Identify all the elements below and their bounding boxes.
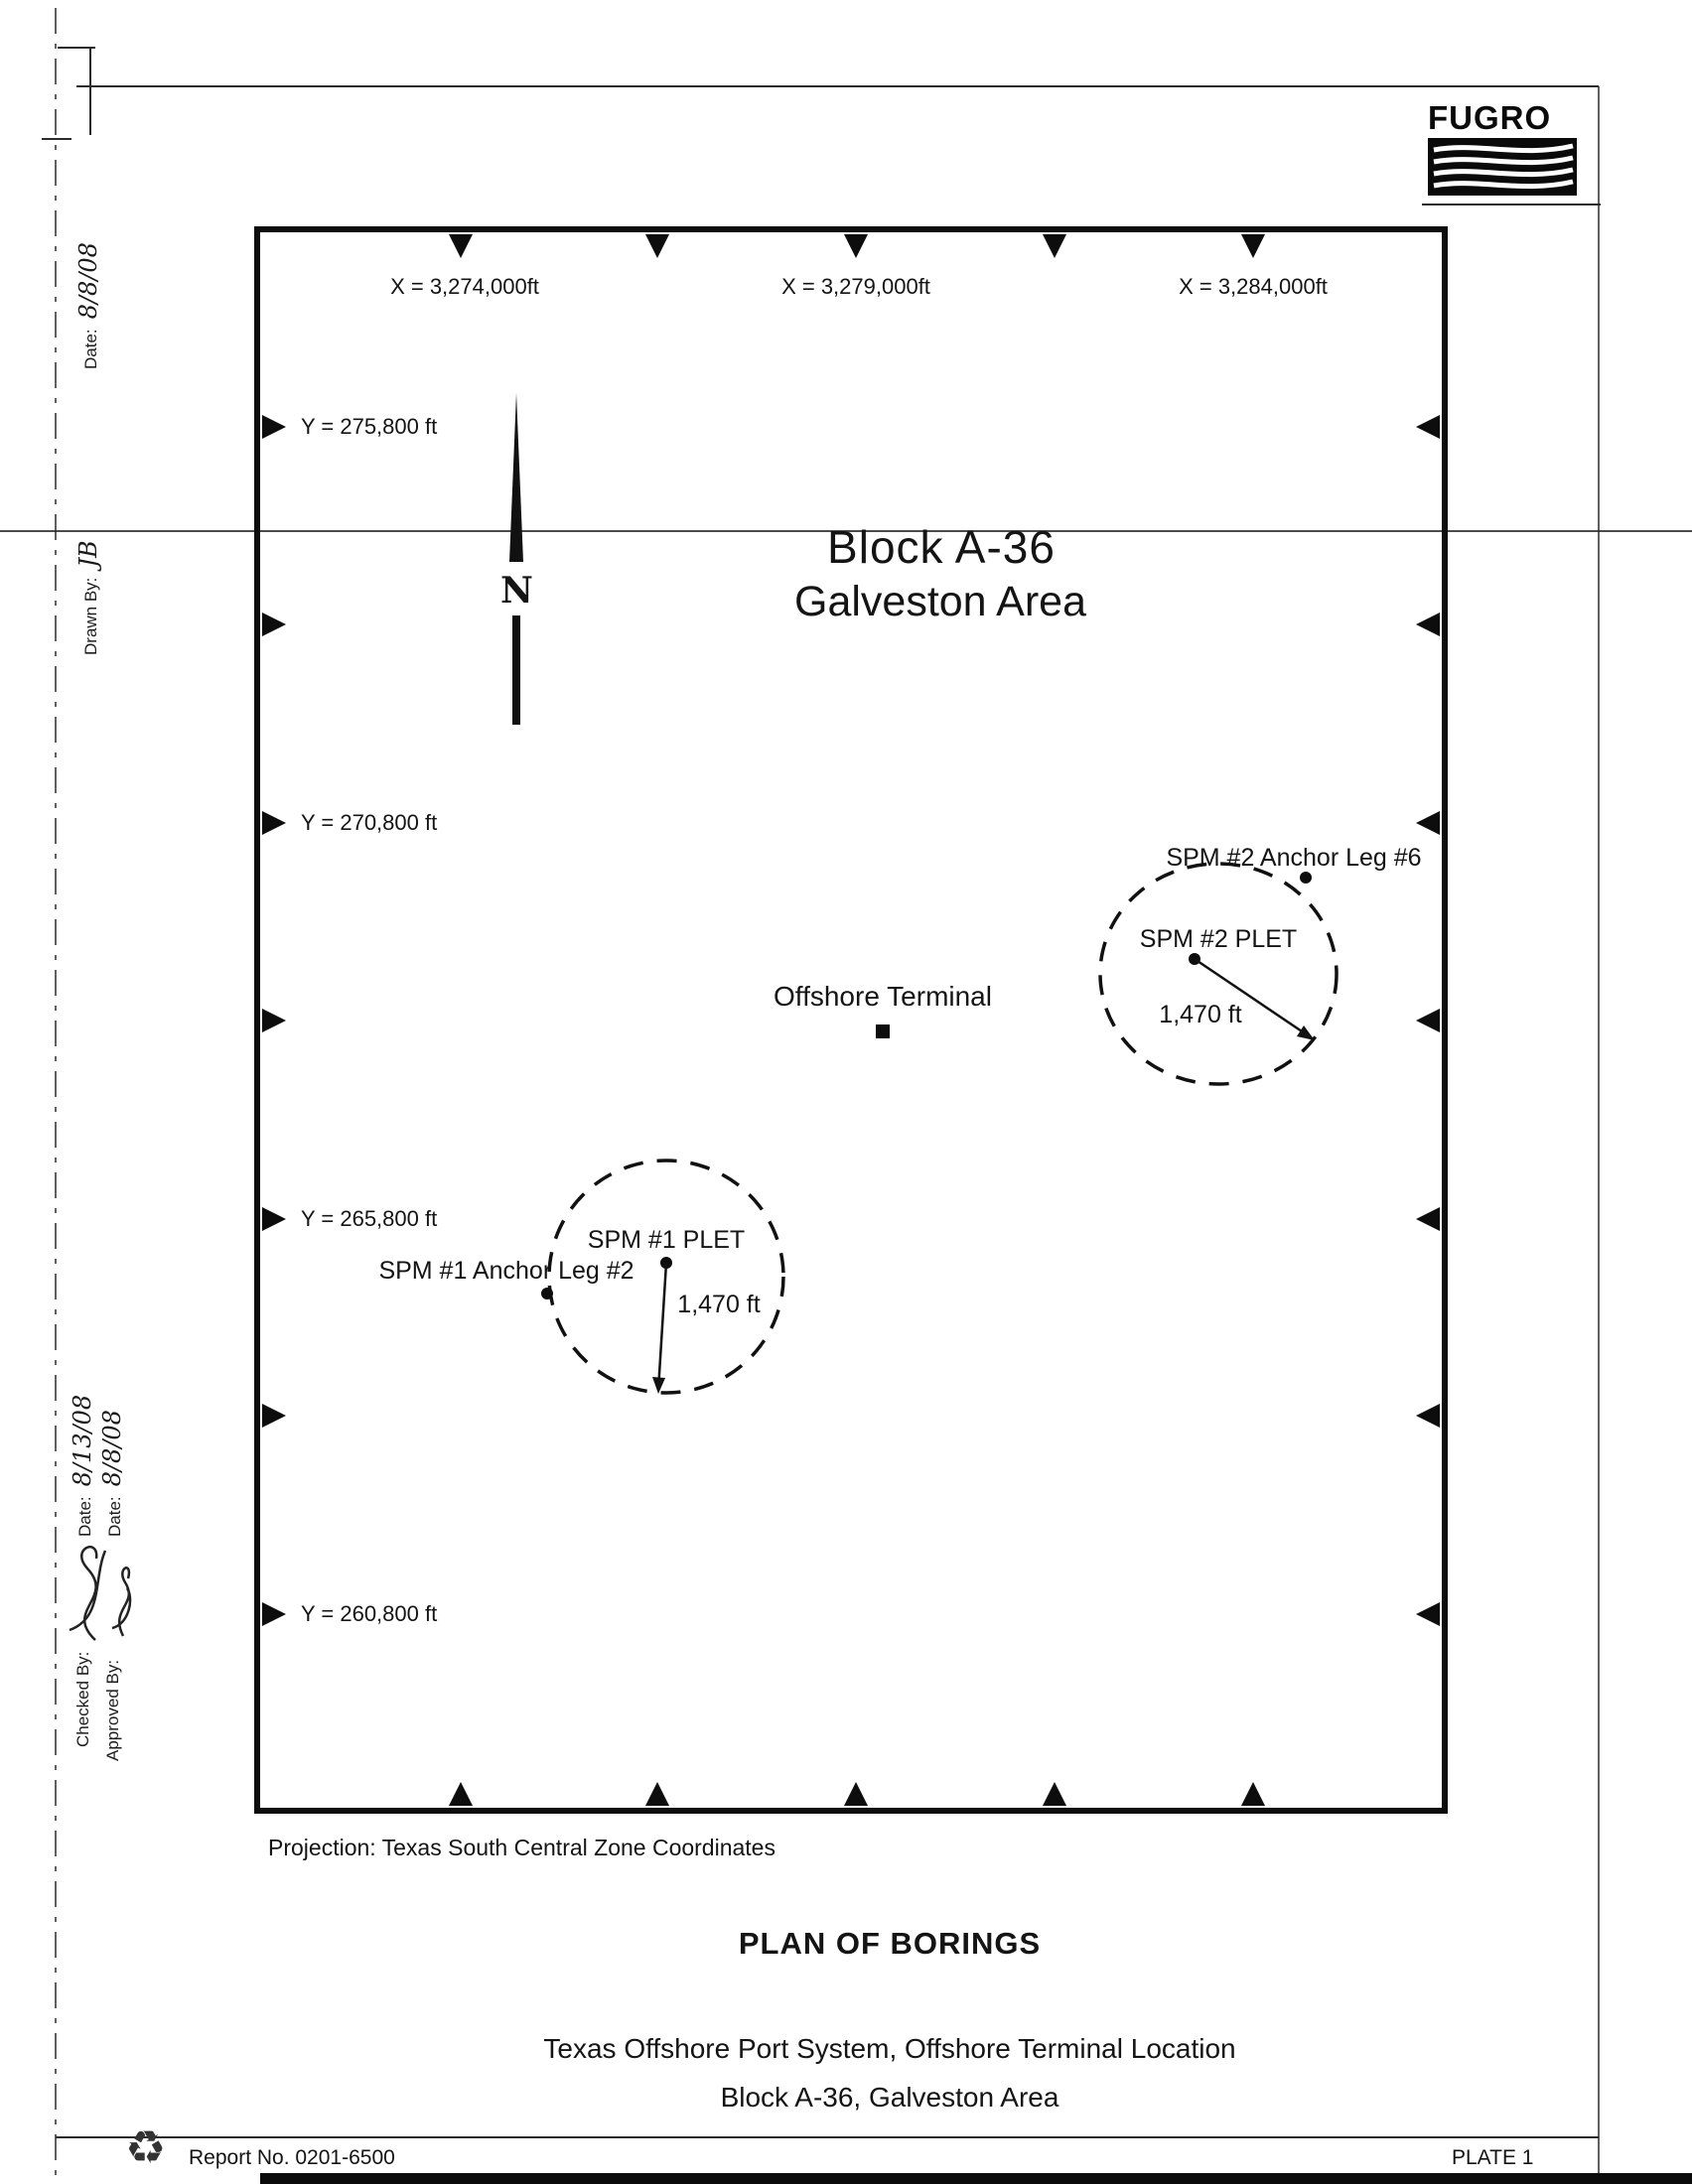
y-coordinate-label-2: Y = 270,800 ft [301,810,438,835]
approved-date-value: 8/8/08 [98,1410,126,1487]
x-coordinate-label-2: X = 3,279,000ft [781,274,930,299]
x-coordinate-label-3: X = 3,284,000ft [1179,274,1328,299]
plate-number: PLATE 1 [1452,2146,1534,2169]
spm2-plet-label: SPM #2 PLET [1139,925,1298,953]
report-number: Report No. 0201-6500 [189,2146,395,2169]
approved-by-signature [111,1567,132,1637]
spm2-circle [1098,862,1339,1086]
point-markers [541,872,1312,1299]
checked-by-label: Checked By: [73,1651,92,1747]
approved-by-label: Approved By: [103,1659,122,1761]
checked-by-signature [69,1546,107,1641]
spm1-anchor-label: SPM #1 Anchor Leg #2 [378,1257,634,1285]
drawing-title: PLAN OF BORINGS [738,1926,1042,1961]
spm-circles [547,862,1339,1395]
checked-date-value: 8/13/08 [69,1394,96,1487]
block-title-line1: Block A-36 [827,521,1056,573]
drawing-subtitle-line1: Texas Offshore Port System, Offshore Ter… [543,2033,1236,2064]
titleblock-approved-date: Date: 8/8/08 [98,1410,127,1537]
offshore-terminal-label: Offshore Terminal [774,981,992,1012]
titleblock-approved-by: Approved By: [103,1660,123,1761]
checked-date-label: Date: [75,1496,94,1537]
radius-arrows [652,957,1315,1394]
date-top-value: 8/8/08 [74,242,102,320]
spm1-circle [547,1159,785,1395]
coordinate-ticks [262,234,1440,1806]
page-rules [0,8,1692,2178]
recycle-icon: ♻ [125,2121,167,2173]
titleblock-checked-by: Checked By: [73,1652,93,1747]
projection-note: Projection: Texas South Central Zone Coo… [268,1835,776,1860]
fugro-logo-waves [1428,138,1577,196]
fugro-logo-text: FUGRO [1428,99,1552,136]
spm2-anchor-marker [1300,872,1312,884]
titleblock-checked-date: Date: 8/13/08 [69,1394,97,1537]
titleblock-drawn-by: Drawn By: JB [74,540,103,655]
titleblock-date-top: Date: 8/8/08 [74,242,103,369]
drawn-by-label: Drawn By: [81,577,100,655]
x-coordinate-label-1: X = 3,274,000ft [390,274,539,299]
spm1-anchor-marker [541,1288,553,1299]
block-title-line2: Galveston Area [793,578,1087,625]
north-arrow [509,393,523,725]
y-coordinate-label-1: Y = 275,800 ft [301,414,438,439]
scan-edge-bar [260,2173,1692,2184]
spm2-anchor-label: SPM #2 Anchor Leg #6 [1166,844,1422,872]
spm1-radius-label: 1,470 ft [677,1291,761,1318]
date-top-label: Date: [81,329,100,369]
approved-date-label: Date: [105,1496,124,1537]
drawn-by-value: JB [74,540,102,568]
north-label: N [500,570,533,612]
fugro-logo: FUGRO [1428,101,1579,201]
y-coordinate-label-4: Y = 260,800 ft [301,1601,438,1626]
y-coordinate-label-3: Y = 265,800 ft [301,1206,438,1231]
spm2-radius-label: 1,470 ft [1159,1001,1242,1028]
signatures [69,1546,132,1641]
drawing-subtitle-line2: Block A-36, Galveston Area [720,2082,1059,2113]
spm1-plet-label: SPM #1 PLET [587,1226,746,1254]
map-border [254,226,1448,1814]
offshore-terminal-marker [876,1024,890,1038]
